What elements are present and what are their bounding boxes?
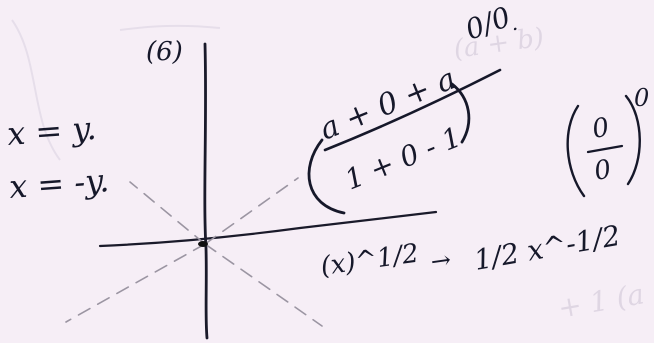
fraction-result: 0/0 bbox=[461, 0, 515, 46]
derivative-result: 1/2 x^-1/2 bbox=[471, 219, 622, 277]
fraction-bar bbox=[323, 68, 502, 152]
limit-fraction: a + 0 + a 1 + 0 - 1 0/0 . bbox=[307, 0, 518, 215]
inner-fraction-bar bbox=[586, 144, 624, 154]
line-y-equals-neg-x-upper bbox=[129, 181, 206, 245]
paren-right bbox=[624, 94, 641, 186]
horizontal-axis bbox=[98, 210, 438, 248]
power-rule-derivative: (x)^1/2 → 1/2 x^-1/2 bbox=[319, 219, 623, 282]
part-label: (6) bbox=[146, 37, 183, 67]
right-bracket bbox=[450, 82, 471, 144]
indeterminate-form: 0 0 0 bbox=[566, 84, 649, 198]
indeterminate-denominator: 0 bbox=[592, 154, 614, 186]
left-bracket bbox=[307, 138, 346, 215]
trailing-dot: . bbox=[512, 11, 518, 35]
indeterminate-exponent: 0 bbox=[634, 84, 649, 112]
indeterminate-numerator: 0 bbox=[590, 112, 612, 144]
derivative-term: (x)^1/2 bbox=[319, 239, 421, 282]
equation-x-equals-y: x = y. bbox=[6, 109, 98, 153]
line-y-equals-x-lower bbox=[65, 243, 206, 323]
vertical-axis bbox=[203, 42, 209, 340]
axes-sketch bbox=[65, 42, 438, 340]
paren-left bbox=[566, 104, 586, 198]
derivative-arrow: → bbox=[429, 245, 453, 276]
origin-dot bbox=[198, 241, 208, 247]
equation-x-equals-neg-y: x = -y. bbox=[8, 161, 110, 206]
line-y-equals-x-upper bbox=[204, 177, 299, 245]
line-y-equals-neg-x-lower bbox=[204, 243, 323, 327]
